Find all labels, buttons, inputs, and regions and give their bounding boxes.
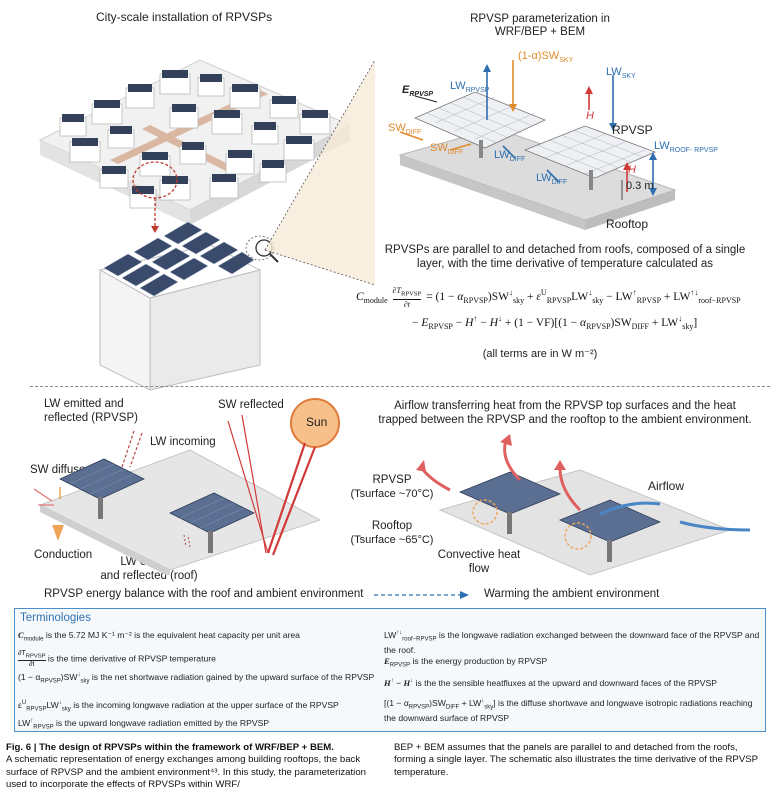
label-h-2: H	[628, 164, 636, 176]
param-title-l2: WRF/BEP + BEM	[494, 26, 586, 38]
rpvsp-panels-diagram	[398, 60, 677, 230]
conv-heat-l1: Convective heat	[437, 549, 521, 561]
airflow-rpvsp-temp: (Tsurface ~70°C)	[350, 488, 434, 500]
label-lw-diff-2: LWDIFF	[536, 172, 568, 187]
desc-l2: layer, with the time derivative of tempe…	[417, 258, 713, 270]
terminologies-header: Terminologies	[20, 612, 91, 624]
zoom-wedge	[264, 59, 375, 286]
airflow-title-l1: Airflow transferring heat from the RPVSP…	[394, 400, 736, 412]
conv-heat-l2: flow	[468, 563, 490, 575]
airflow-rooftop: Rooftop	[371, 520, 413, 532]
sw-reflected: SW reflected	[218, 399, 284, 411]
term-h: H↑ − H↓ is the the sensible heatfluxes a…	[384, 677, 718, 688]
figure-caption-left: Fig. 6 | The design of RPVSPs within the…	[6, 742, 366, 790]
airflow-rpvsp: RPVSP	[372, 474, 412, 486]
city-title: City-scale installation of RPVSPs	[96, 10, 273, 24]
param-title-l1: RPVSP parameterization in	[470, 13, 610, 25]
label-lw-diff-1: LWDIFF	[494, 149, 526, 164]
sun-label: Sun	[306, 415, 328, 429]
energy-balance-caption: RPVSP energy balance with the roof and a…	[44, 588, 364, 600]
airflow-diagram	[416, 434, 751, 576]
desc-l1: RPVSPs are parallel to and detached from…	[384, 244, 746, 256]
term-lw-roof: LW↑↓roof−RPVSP is the longwave radiation…	[384, 629, 760, 655]
equation-line-2: − ERPVSP − H↑ − H↓ + (1 − VF)[(1 − αRPVS…	[412, 314, 698, 332]
terminologies-box	[14, 608, 766, 732]
sw-diffuse: SW diffuse	[30, 464, 86, 476]
term-cmodule: Cmodule is the 5.72 MJ K⁻¹ m⁻² is the eq…	[18, 630, 300, 643]
label-sw-diff-1: SWDIFF	[388, 122, 422, 137]
label-lw-rpvsp: LWRPVSP	[450, 80, 490, 95]
term-lw-sky: εURPVSPLW↓sky is the incoming longwave r…	[18, 699, 339, 713]
term-sw: (1 − αRPVSP)SW↓sky is the net shortwave …	[18, 671, 375, 685]
lw-emitted-l2: reflected (RPVSP)	[44, 412, 138, 424]
label-lw-roof: LWROOF- RPVSP	[654, 140, 718, 155]
equation-line-1: Cmodule ∂TRPVSP∂t = (1 − αRPVSP)SW↓sky +…	[356, 286, 741, 309]
label-gap: 0.3 m	[626, 180, 654, 192]
label-h-1: H	[586, 110, 594, 122]
lw-roof-l2: and reflected (roof)	[100, 570, 198, 582]
figure-caption-right: BEP + BEM assumes that the panels are pa…	[394, 742, 758, 778]
label-sw-sky: (1-α)SWSKY	[518, 50, 574, 65]
label-e-rpvsp: ERPVSP	[402, 84, 434, 99]
lw-emitted-l1: LW emitted and	[44, 398, 124, 410]
airflow-rooftop-temp: (Tsurface ~65°C)	[350, 534, 434, 546]
units-note: (all terms are in W m⁻²)	[482, 348, 598, 360]
term-lw-up: LW↑RPVSP is the upward longwave radiatio…	[18, 717, 270, 731]
warming-caption: Warming the ambient environment	[484, 588, 660, 600]
term-diffuse: [(1 − αRPVSP)SWDIFF + LW↓sky] is the dif…	[384, 697, 753, 723]
dashed-arrow	[374, 591, 469, 599]
label-lw-sky: LWSKY	[606, 66, 636, 81]
section-divider	[30, 386, 770, 387]
term-e: ERPVSP is the energy production by RPVSP	[384, 656, 548, 669]
label-rooftop: Rooftop	[606, 217, 649, 231]
airflow-title-l2: trapped between the RPVSP and the roofto…	[378, 414, 752, 426]
term-dtdt: ∂TRPVSP∂t is the time derivative of RPVS…	[18, 650, 216, 669]
label-rpvsp: RPVSP	[612, 123, 653, 137]
energy-balance-diagram	[33, 398, 340, 575]
conduction: Conduction	[34, 549, 93, 561]
lw-incoming: LW incoming	[150, 436, 216, 448]
city-illustration	[38, 59, 352, 391]
airflow-label: Airflow	[648, 479, 685, 493]
label-sw-diff-2: SWDIFF	[430, 142, 464, 157]
